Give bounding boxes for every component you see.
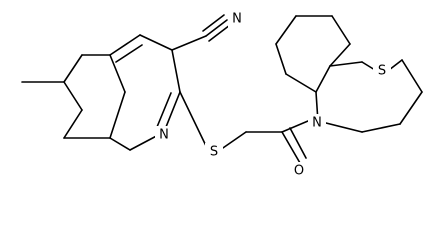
label-bg-pyridine-n <box>155 126 173 144</box>
atom-label-carbonyl-oxygen: O <box>294 164 304 179</box>
bond-n-ring2 <box>321 121 363 133</box>
label-bg-phenothiazine-n <box>308 114 326 132</box>
label-bg-phenothiazine-s <box>373 62 391 80</box>
bond-triple-3 <box>208 24 231 42</box>
bond-c4-c3 <box>139 34 173 51</box>
bond-c8a-c8 <box>109 137 131 151</box>
bond-ring1-b <box>329 61 363 67</box>
bond-triple-2 <box>202 14 225 32</box>
bond-triple-1 <box>205 19 228 37</box>
phenothiazine-bonds <box>275 15 423 133</box>
bond-c2-s <box>179 91 209 151</box>
bond-c3-c2 <box>171 49 181 93</box>
linker-bonds <box>179 91 309 164</box>
bond-ring1-a <box>315 65 331 93</box>
bond-ring2-c <box>361 123 401 133</box>
bond-ring2-a <box>401 59 423 93</box>
atom-label-phenothiazine-sulfur: S <box>378 64 386 79</box>
bond-s-left <box>361 61 376 71</box>
bond-left-benzo-f <box>329 43 351 67</box>
nitrile-bonds <box>171 14 231 51</box>
bond-co-o <box>281 131 301 164</box>
tetrahydro-ring-bonds <box>21 54 111 139</box>
bond-co-n <box>281 120 309 133</box>
bond-left-benzo-a <box>285 73 317 93</box>
bond-c3-cn <box>171 35 207 51</box>
label-bg-nitrile-n <box>228 10 246 28</box>
bond-left-benzo-e <box>331 15 351 45</box>
bond-left-benzo-b <box>275 43 287 75</box>
atom-label-thioether-sulfur: S <box>210 145 218 160</box>
atom-label-pyridine-nitrogen: N <box>159 128 169 143</box>
bond-c7-c8-a <box>63 109 83 139</box>
bond-c2-n1-double <box>156 92 172 128</box>
molecule-diagram: N N S O N S <box>21 10 423 180</box>
bond-c4a-c4-double <box>115 44 143 63</box>
bond-s-right <box>388 59 403 71</box>
label-bg-carbonyl-o <box>290 162 308 180</box>
label-bg-thioether-s <box>205 143 223 161</box>
atom-labels: N N S O N S <box>155 10 391 180</box>
atom-label-phenothiazine-nitrogen: N <box>312 116 322 131</box>
bond-c4a-c8a <box>109 54 126 93</box>
bond-c6-c7 <box>63 81 83 111</box>
atom-label-nitrile-nitrogen: N <box>232 12 242 27</box>
bond-c8a-c4a2 <box>109 91 126 139</box>
bond-co-o-double <box>289 127 307 159</box>
bond-c4a-c4 <box>109 34 141 56</box>
bond-c2-n1 <box>163 91 181 133</box>
bond-s-ch2 <box>219 131 247 151</box>
bond-c6-c5 <box>63 54 83 83</box>
bond-left-benzo-c <box>275 15 297 45</box>
bond-ring2-b <box>399 91 423 125</box>
